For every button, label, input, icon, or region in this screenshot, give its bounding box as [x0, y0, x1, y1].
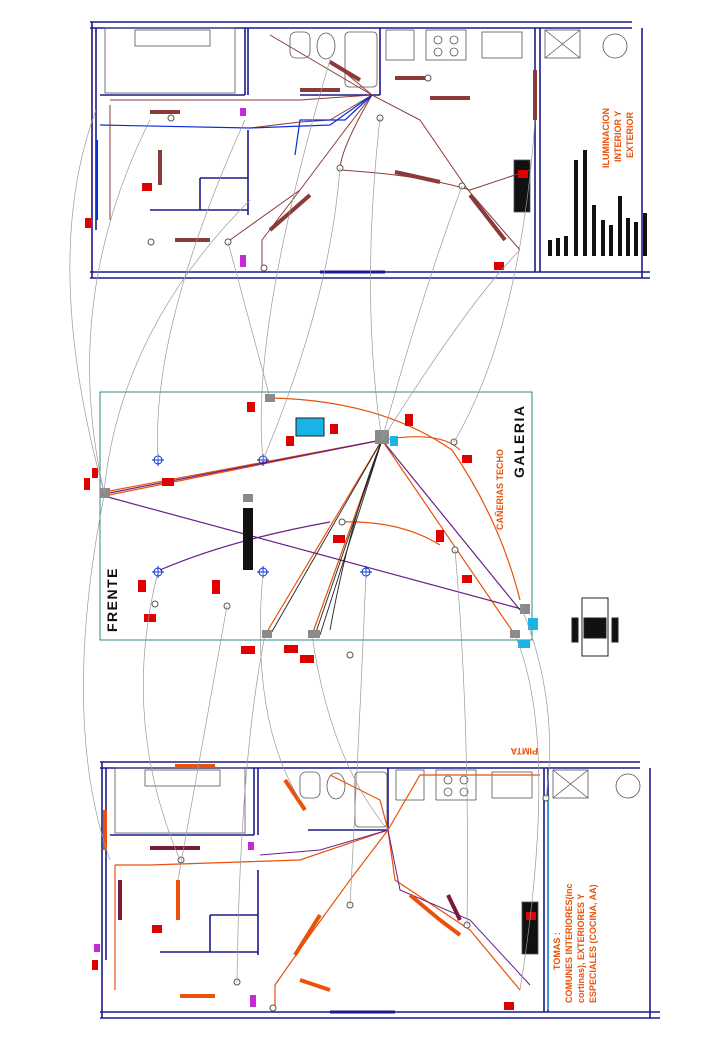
galeria-label: GALERIA	[511, 405, 527, 479]
plan-labels: FRENTE GALERIA CAÑERIAS TECHO ILUMINACIO…	[104, 108, 635, 1003]
panel-cyan-fixtures	[295, 417, 538, 648]
ceiling-pipes-panel	[84, 391, 619, 663]
tomas-label-line1: TOMAS :	[552, 932, 562, 970]
tomas-label-line3: cortinas), EXTERIORES Y	[576, 894, 586, 1003]
bottom-plan-conduits	[114, 774, 549, 1010]
lighting-legend-bars	[548, 150, 647, 256]
frente-label: FRENTE	[104, 567, 120, 632]
switch-symbol	[571, 597, 619, 657]
iluminacion-label-line2: INTERIOR Y	[613, 111, 623, 162]
pimta-label: PIMTA	[510, 746, 538, 756]
bottom-plan-thick-runs	[103, 764, 462, 998]
iluminacion-label-line1: ILUMINACION	[601, 108, 611, 168]
top-plan-conduits	[109, 34, 531, 270]
leader-arcs	[69, 59, 550, 991]
panel-purple-runs	[103, 439, 526, 611]
panel-black-bar	[243, 508, 253, 570]
top-floor-plan	[85, 21, 650, 279]
bottom-plan-maroon-runs	[118, 846, 462, 921]
top-plan-devices	[85, 74, 528, 272]
panel-black-runs	[269, 439, 383, 636]
bottom-plan-devices	[92, 794, 550, 1012]
bottom-plan-purple-runs	[259, 829, 531, 986]
panel-red-devices	[84, 402, 472, 663]
canerias-techo-label: CAÑERIAS TECHO	[495, 449, 505, 530]
tomas-label-line2: COMUNES INTERIORES(inc	[564, 883, 574, 1003]
top-plan-furniture	[104, 27, 628, 213]
bottom-floor-plan	[92, 761, 660, 1019]
iluminacion-label-line3: EXTERIOR	[625, 111, 635, 158]
top-plan-thick-runs	[150, 60, 537, 242]
bottom-plan-furniture	[114, 767, 641, 955]
panel-outlets	[151, 438, 459, 659]
top-plan-blue-circuit	[96, 94, 373, 220]
tomas-label-line4: ESPECIALES (COCINA, AA)	[588, 884, 598, 1003]
